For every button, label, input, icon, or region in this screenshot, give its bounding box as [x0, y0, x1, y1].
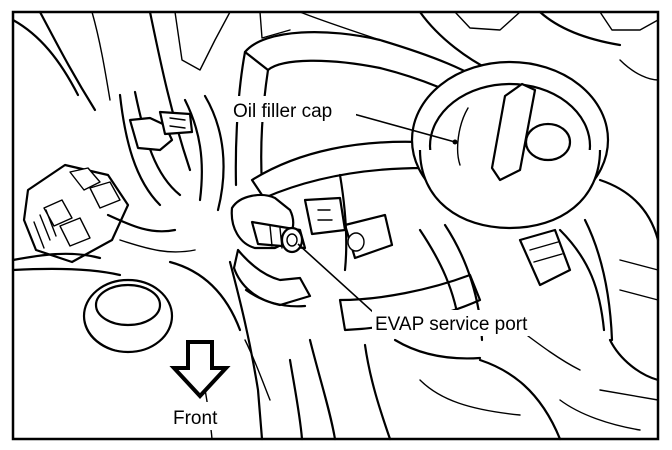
- oil-filler-cap-label: Oil filler cap: [233, 101, 332, 122]
- evap-service-port-label: EVAP service port: [375, 314, 528, 335]
- front-label: Front: [173, 408, 218, 429]
- front-arrow-icon: [169, 340, 231, 399]
- evap-service-port-leader: [297, 243, 385, 323]
- oil-filler-cap-leader: [349, 112, 456, 143]
- oil-filler-cap-leader-dot: [452, 139, 458, 145]
